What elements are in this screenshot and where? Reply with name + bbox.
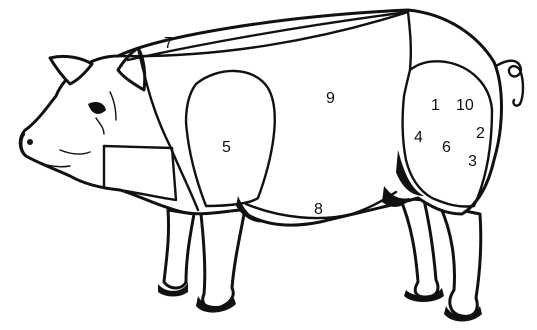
cut-label-7: 7 xyxy=(164,35,173,52)
cut-label-2: 2 xyxy=(476,125,485,142)
cut-label-4: 4 xyxy=(414,129,423,146)
front-far-leg xyxy=(164,210,194,288)
front-near-leg xyxy=(200,204,246,308)
nostril xyxy=(27,139,33,145)
hind-near-leg xyxy=(440,206,481,316)
cut-label-8: 8 xyxy=(314,201,323,218)
cut-label-6: 6 xyxy=(442,139,451,156)
cut-label-5: 5 xyxy=(222,139,231,156)
cut-label-1: 1 xyxy=(431,97,440,114)
cut-label-9: 9 xyxy=(326,90,335,107)
cut-label-10: 10 xyxy=(456,97,474,114)
cut-label-3: 3 xyxy=(468,153,477,170)
hind-far-leg xyxy=(400,198,438,297)
